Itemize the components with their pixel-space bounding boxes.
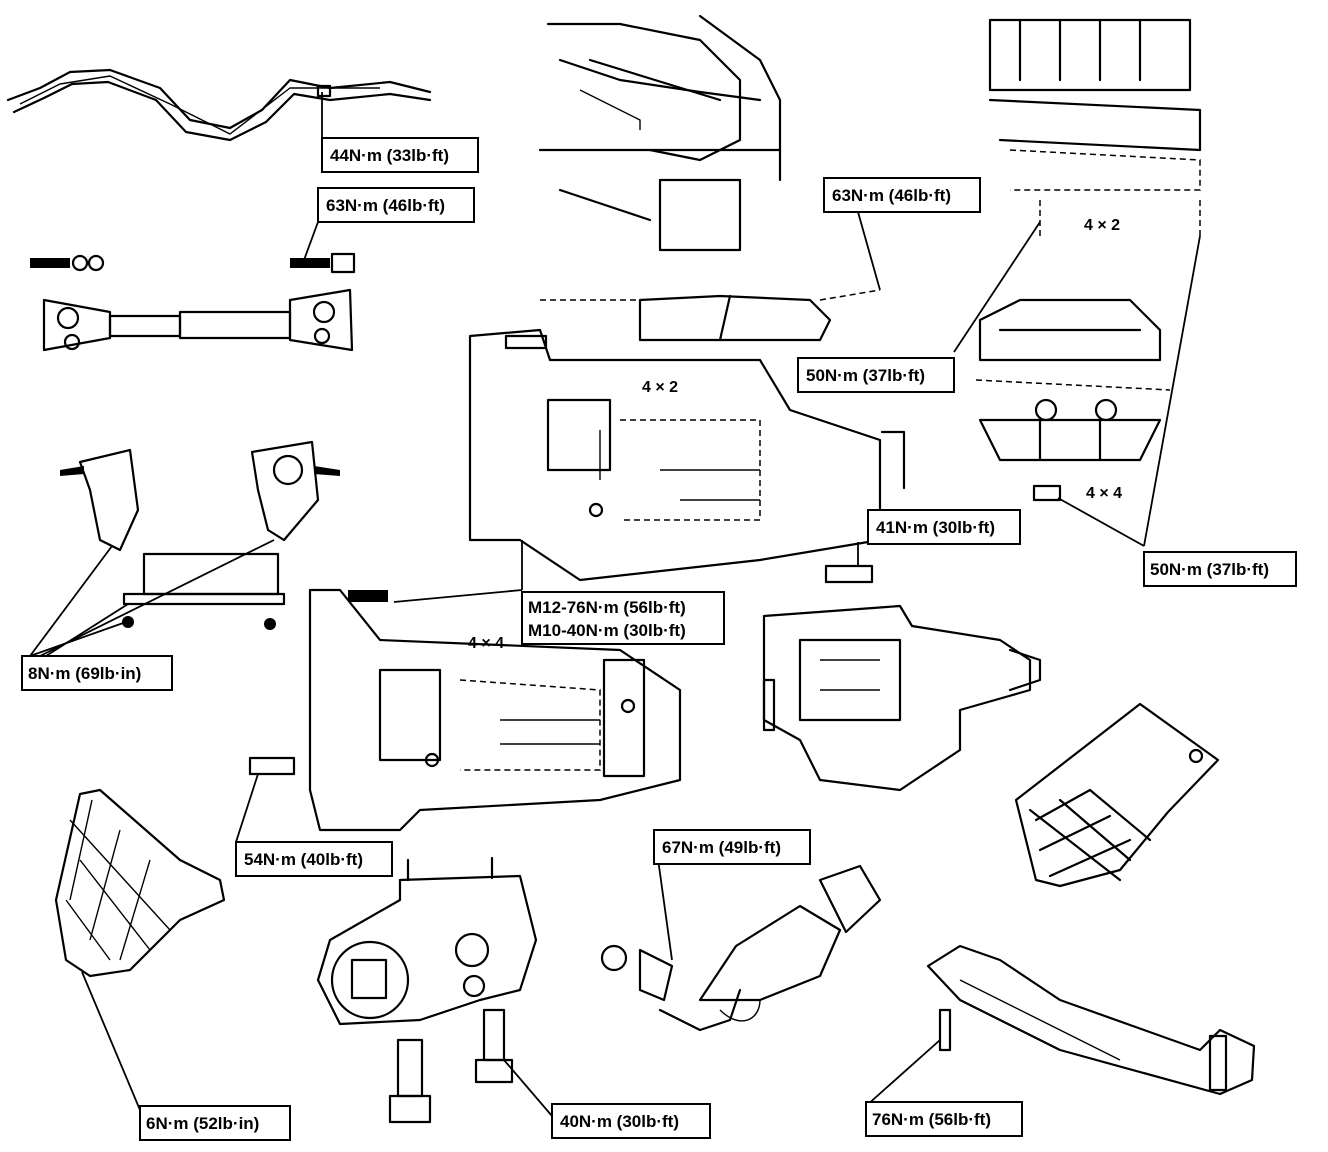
transfer-adapter — [316, 856, 538, 1124]
svg-text:50N·m (37lb·ft): 50N·m (37lb·ft) — [806, 366, 925, 385]
transfer-case — [762, 604, 1042, 792]
svg-text:40N·m (30lb·ft): 40N·m (30lb·ft) — [560, 1112, 679, 1131]
callout-transmission-bolts: M12-76N·m (56lb·ft) M10-40N·m (30lb·ft) — [521, 591, 725, 645]
callout-63nm-mount: 63N·m (46lb·ft) — [823, 177, 981, 213]
rear-mount-4x2 — [975, 298, 1171, 502]
svg-text:76N·m (56lb·ft): 76N·m (56lb·ft) — [872, 1110, 991, 1129]
svg-text:8N·m (69lb·in): 8N·m (69lb·in) — [28, 664, 141, 683]
rear-crossmember — [926, 944, 1256, 1096]
leader-lines — [29, 92, 1201, 1117]
exhaust-pipe — [6, 68, 432, 142]
callout-44nm: 44N·m (33lb·ft) — [321, 137, 479, 173]
callout-54nm: 54N·m (40lb·ft) — [235, 841, 393, 877]
svg-text:M10-40N·m (30lb·ft): M10-40N·m (30lb·ft) — [528, 621, 686, 640]
transmission-4x4 — [248, 588, 682, 832]
svg-text:63N·m (46lb·ft): 63N·m (46lb·ft) — [326, 196, 445, 215]
transfer-bolt — [824, 564, 874, 584]
variant-label-4x2-mount: 4 × 2 — [1084, 217, 1120, 234]
skid-plate — [1014, 702, 1220, 888]
catalytic-converter — [600, 864, 882, 1032]
svg-text:67N·m (49lb·ft): 67N·m (49lb·ft) — [662, 838, 781, 857]
callout-63nm-driveshaft: 63N·m (46lb·ft) — [317, 187, 475, 223]
driveshaft — [42, 288, 354, 352]
svg-text:M12-76N·m (56lb·ft): M12-76N·m (56lb·ft) — [528, 598, 686, 617]
variant-label-4x4-transmission: 4 × 4 — [468, 635, 504, 652]
variant-label-4x2-transmission: 4 × 2 — [642, 379, 678, 396]
svg-text:50N·m (37lb·ft): 50N·m (37lb·ft) — [1150, 560, 1269, 579]
callout-76nm: 76N·m (56lb·ft) — [865, 1101, 1023, 1137]
svg-text:63N·m (46lb·ft): 63N·m (46lb·ft) — [832, 186, 951, 205]
callout-41nm: 41N·m (30lb·ft) — [867, 509, 1021, 545]
svg-text:41N·m (30lb·ft): 41N·m (30lb·ft) — [876, 518, 995, 537]
callout-40nm: 40N·m (30lb·ft) — [551, 1103, 711, 1139]
transmission-4x2 — [468, 289, 906, 582]
crossmember-bracket — [60, 440, 340, 630]
frame-rail-detail — [988, 18, 1202, 240]
cab-mount-detail — [538, 14, 782, 252]
callout-8nm: 8N·m (69lb·in) — [21, 655, 173, 691]
svg-text:44N·m (33lb·ft): 44N·m (33lb·ft) — [330, 146, 449, 165]
callout-50nm-4x2: 50N·m (37lb·ft) — [797, 357, 955, 393]
callout-6nm: 6N·m (52lb·in) — [139, 1105, 291, 1141]
variant-label-4x4-mount: 4 × 4 — [1086, 485, 1122, 502]
callout-50nm-4x4: 50N·m (37lb·ft) — [1143, 551, 1297, 587]
svg-text:6N·m (52lb·in): 6N·m (52lb·in) — [146, 1114, 259, 1133]
svg-text:54N·m (40lb·ft): 54N·m (40lb·ft) — [244, 850, 363, 869]
heat-shield — [54, 788, 226, 978]
driveshaft-bolts — [30, 252, 356, 274]
callout-67nm: 67N·m (49lb·ft) — [653, 829, 811, 865]
